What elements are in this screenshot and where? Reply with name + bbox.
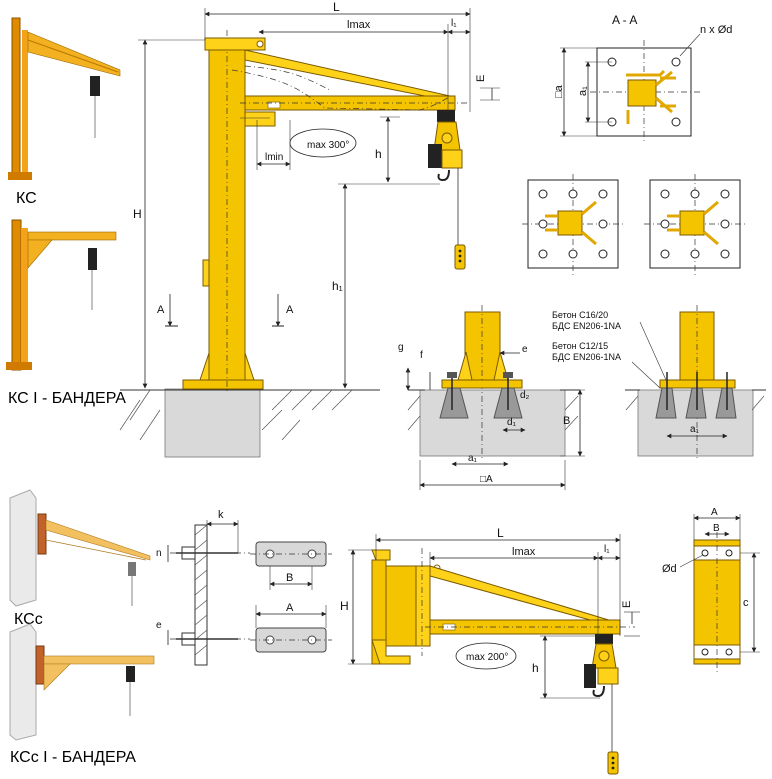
dim-d2: d₂ — [520, 390, 530, 401]
dim-k: k — [218, 509, 224, 521]
dim-d-plate: Ød — [662, 563, 677, 575]
foundation-detail-right: a₁ Бетон C16/20 БДС EN206-1NA Бетон C12/… — [552, 305, 766, 460]
section-a-left: A — [157, 304, 165, 316]
plate-variant-right — [644, 174, 746, 276]
concrete1-line2: БДС EN206-1NA — [552, 321, 621, 331]
dim-l1: l₁ — [451, 18, 457, 29]
dim-d1: d₁ — [507, 417, 517, 428]
rotation-label: max 300° — [307, 140, 349, 151]
plate-variant-left — [522, 174, 624, 276]
rotation-label-wall: max 200° — [466, 652, 508, 663]
photo-ksc — [9, 489, 151, 607]
dim-A-plate: A — [711, 507, 718, 518]
photo-ks — [8, 17, 121, 180]
concrete1-line1: Бетон C16/20 — [552, 310, 608, 320]
dim-L: L — [333, 0, 340, 14]
model-ks-label: КС — [16, 190, 37, 207]
model-ksc-bandera-label: КСс I - БАНДЕРА — [10, 749, 136, 766]
dim-c-plate: c — [743, 597, 749, 609]
dim-lmin: lmin — [265, 152, 283, 163]
dim-a1-right: a₁ — [690, 424, 700, 435]
dim-f: f — [420, 350, 423, 361]
dim-H-wall: H — [340, 599, 349, 613]
dim-a1: a₁ — [577, 86, 589, 96]
dim-n: n — [156, 548, 162, 559]
dim-a1-foundation: a₁ — [468, 453, 478, 464]
column-crane-drawing: max 300° L lmax l₁ lmin E h h₁ H A — [119, 0, 500, 458]
dim-h: h — [375, 147, 382, 161]
section-title: A - A — [612, 13, 637, 27]
dim-H: H — [133, 207, 142, 221]
dim-B-wall: B — [286, 572, 293, 584]
dim-B-foundation: B — [563, 415, 570, 427]
concrete2-line1: Бетон C12/15 — [552, 341, 608, 351]
concrete2-line2: БДС EN206-1NA — [552, 352, 621, 362]
dim-g: g — [398, 342, 404, 353]
foundation-detail-left: g f e d₂ d₁ a₁ □A B — [398, 305, 585, 490]
dim-E-wall: E — [621, 601, 633, 608]
dim-h1: h₁ — [332, 279, 343, 293]
section-a-right: A — [286, 304, 294, 316]
wall-crane-drawing: max 200° L lmax l₁ H E h — [340, 526, 640, 775]
dim-a: □a — [553, 84, 565, 98]
dim-lmax: lmax — [347, 19, 371, 31]
dim-lmax-wall: lmax — [512, 546, 536, 558]
photo-ks-bandera — [6, 219, 117, 371]
dim-e-wall: e — [156, 620, 162, 631]
wall-plate-detail: A B Ød c — [662, 507, 760, 672]
model-ksc-label: КСс — [14, 611, 43, 628]
model-ks-bandera-label: КС I - БАНДЕРА — [8, 390, 126, 407]
wall-mount-detail: k n e B A — [156, 509, 332, 666]
ground-hatch — [119, 389, 380, 441]
dim-h-wall: h — [532, 661, 539, 675]
holes-label: n x Ød — [700, 24, 732, 36]
dim-L-wall: L — [497, 526, 504, 540]
dim-E: E — [475, 75, 487, 82]
dim-A-foundation: □A — [480, 474, 493, 485]
photo-ksc-bandera — [9, 623, 155, 741]
dim-e: e — [522, 344, 528, 355]
dim-A-wall: A — [286, 602, 294, 614]
dim-B-plate: B — [713, 523, 720, 534]
dim-l1-wall: l₁ — [604, 544, 610, 555]
section-a-a: A - A n x Ød □a a₁ — [553, 13, 732, 144]
